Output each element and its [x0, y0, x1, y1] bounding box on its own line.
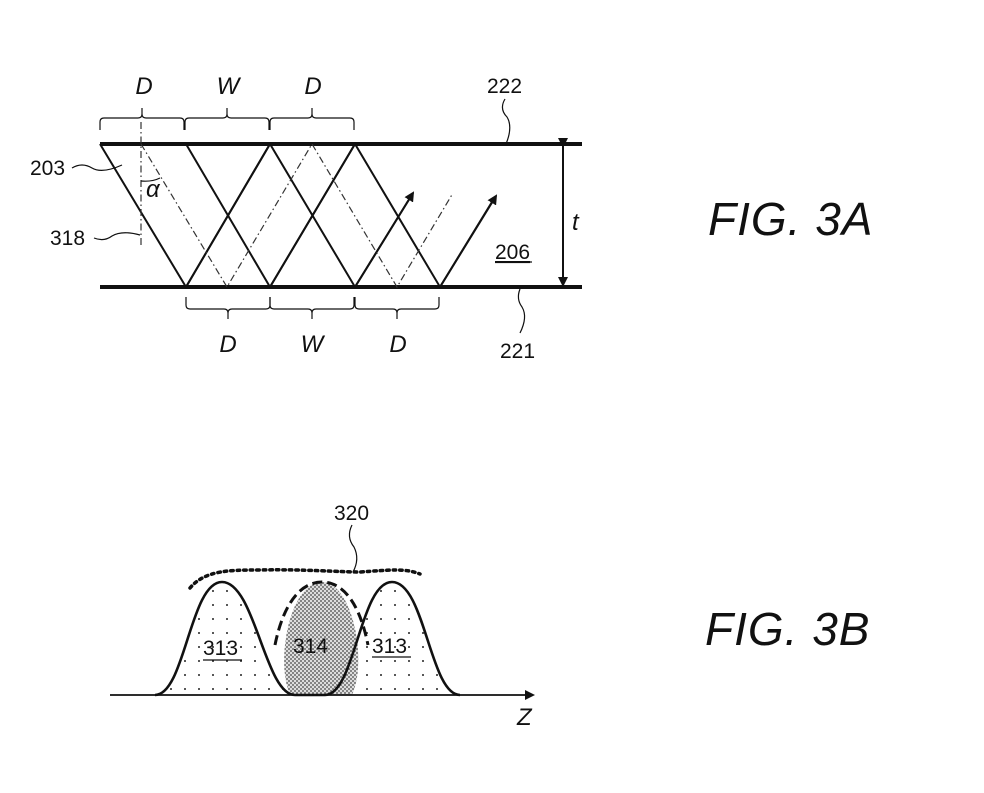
ref-318: 318: [50, 227, 85, 250]
bracket-bottom-3: [354, 297, 440, 319]
ref-222: 222: [487, 75, 522, 98]
leader-221: [517, 288, 526, 334]
caption-fig-3a: FIG. 3A: [708, 193, 873, 245]
bracket-bottom-1: [185, 297, 271, 319]
label-alpha: α: [146, 176, 161, 203]
label-top-d2: D: [304, 73, 321, 100]
caption-fig-3b: FIG. 3B: [705, 603, 870, 655]
bracket-top-2: [184, 108, 270, 130]
bracket-top-3: [269, 108, 355, 130]
ref-206: 206: [495, 241, 530, 264]
leader-318: [93, 232, 141, 241]
bracket-top-1: [99, 108, 185, 130]
leader-320: [348, 524, 358, 573]
angle-arc: [140, 177, 161, 182]
leader-203: [71, 164, 123, 171]
dashed-ray: [140, 142, 454, 289]
label-bottom-d2: D: [389, 331, 406, 358]
arrow-ray: [439, 194, 498, 288]
ray-segment: [185, 143, 271, 288]
ray-segment: [269, 143, 356, 288]
arrow-ray: [354, 191, 415, 288]
label-top-d1: D: [135, 73, 152, 100]
profile-313-left-fill: [155, 582, 295, 695]
fig-3a: D W D D W D t 206 222 221 203 318 α FIG.…: [30, 73, 873, 363]
label-z-axis: Z: [516, 704, 533, 731]
fig-3b: Z 320 313 314 313 FIG. 3B: [110, 502, 870, 731]
profile-314-fill: [284, 582, 359, 695]
ref-314: 314: [293, 635, 328, 658]
envelope-320: [188, 568, 422, 590]
ref-203: 203: [30, 157, 65, 180]
ref-320: 320: [334, 502, 369, 525]
ref-313-right: 313: [372, 635, 407, 658]
profile-314-dashed: [273, 580, 370, 646]
label-thickness: t: [572, 209, 580, 236]
ray-path-2: [185, 142, 496, 289]
label-top-w: W: [217, 73, 242, 100]
leader-222: [501, 98, 511, 145]
label-bottom-d1: D: [219, 331, 236, 358]
label-bottom-w: W: [301, 331, 326, 358]
ref-313-left: 313: [203, 637, 238, 660]
profile-313-right-fill: [325, 582, 460, 695]
bracket-bottom-2: [269, 297, 355, 319]
ref-221: 221: [500, 340, 535, 363]
